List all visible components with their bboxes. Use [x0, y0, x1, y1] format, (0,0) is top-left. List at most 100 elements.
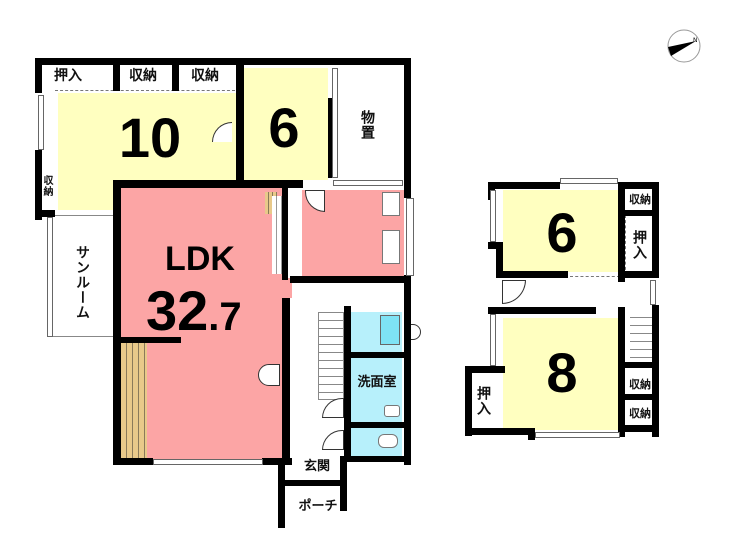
label-room-8: 8: [546, 341, 578, 404]
wall: [113, 458, 153, 465]
wall: [340, 456, 410, 462]
wall: [465, 366, 505, 373]
wall: [328, 98, 333, 178]
wall: [35, 58, 42, 93]
label-storage-2: 収納: [191, 68, 219, 84]
wall: [496, 242, 503, 278]
wall: [278, 458, 285, 528]
room-ldk-link: [282, 278, 292, 298]
wall: [465, 366, 472, 436]
wall: [652, 182, 659, 278]
wall: [618, 394, 658, 400]
label-room8-storage-1: 収納: [629, 378, 651, 391]
stairs: [318, 312, 344, 400]
wall: [35, 210, 55, 217]
compass-icon: N: [666, 28, 702, 64]
wall: [488, 242, 502, 249]
wall: [35, 58, 410, 65]
wall: [488, 182, 560, 189]
wall: [618, 271, 658, 278]
label-room-6: 6: [546, 201, 578, 264]
label-room6-storage: 収納: [629, 193, 651, 206]
closet-divider: [625, 215, 626, 275]
door-ldk-hall[interactable]: [258, 364, 280, 386]
wall: [172, 65, 179, 91]
wall: [404, 58, 411, 198]
label-entrance: 玄関: [303, 459, 330, 474]
wall: [528, 428, 535, 440]
wall: [618, 307, 625, 437]
label-washitsu-6: 6: [268, 96, 300, 159]
wood-deck: [121, 343, 147, 458]
floor-1-plan: 押入 収納 収納 10 6 物置 収納 サンルーム LDK 32.7 洗面室 玄…: [35, 58, 421, 528]
wall: [282, 180, 288, 280]
wall: [344, 306, 351, 456]
wall: [290, 276, 410, 283]
ldk-size-dec: .7: [208, 295, 242, 339]
closet-divider: [55, 90, 235, 91]
wall: [465, 428, 535, 435]
wall: [113, 65, 120, 91]
label-mono-oki: 物置: [359, 110, 375, 140]
label-sunroom: サンルーム: [74, 245, 90, 320]
wall: [618, 182, 625, 282]
stove: [382, 192, 400, 216]
toilet-fixture: [378, 434, 398, 448]
window: [650, 280, 656, 305]
wall: [113, 337, 181, 343]
window: [490, 190, 496, 242]
bathtub: [380, 315, 400, 345]
door-washroom[interactable]: [322, 398, 344, 418]
svg-text:N: N: [693, 37, 698, 44]
window: [333, 180, 403, 186]
room-washitsu-10: [58, 93, 236, 181]
wall: [35, 150, 42, 220]
closet-divider: [570, 276, 620, 277]
room-washitsu-10-ext: [58, 180, 116, 210]
wall: [618, 182, 658, 189]
wall: [618, 425, 658, 432]
ldk-size-int: 32: [146, 279, 209, 342]
door-toilet[interactable]: [322, 430, 344, 450]
wall: [496, 271, 568, 278]
label-storage-side: 収納: [41, 175, 52, 197]
window: [332, 68, 338, 178]
wall: [622, 210, 654, 216]
label-ldk: LDK: [165, 240, 235, 278]
wall: [344, 422, 406, 428]
room-6: [503, 190, 619, 272]
window: [47, 217, 53, 337]
label-storage-1: 収納: [129, 68, 157, 84]
wall: [618, 362, 658, 368]
wall: [282, 298, 290, 465]
wall: [236, 58, 244, 180]
room-oshiire: [40, 63, 85, 91]
window: [490, 314, 496, 366]
wall: [113, 180, 303, 188]
window: [153, 459, 263, 465]
wash-basin: [384, 405, 400, 417]
floor-2-plan: 6 収納 押入 8 押入 収納 収納: [460, 170, 680, 450]
room-washitsu-6: [244, 68, 328, 180]
wall: [344, 352, 406, 358]
window: [38, 95, 44, 150]
door-room-8[interactable]: [502, 280, 526, 304]
wall: [404, 275, 411, 465]
wall: [282, 480, 342, 486]
wall: [340, 456, 347, 511]
label-room6-oshiire: 押入: [631, 230, 647, 260]
window: [535, 432, 620, 438]
room-8: [503, 318, 619, 430]
label-room8-oshiire: 押入: [475, 386, 491, 416]
label-washroom: 洗面室: [357, 375, 397, 390]
label-room8-storage-2: 収納: [629, 407, 651, 420]
stairs-floor2: [630, 310, 652, 362]
label-oshiire: 押入: [54, 68, 82, 84]
wall: [113, 180, 121, 465]
window: [560, 178, 618, 184]
wall: [262, 458, 292, 465]
window: [406, 198, 414, 276]
wall: [488, 307, 596, 314]
wall: [652, 305, 659, 437]
sink: [382, 230, 400, 264]
